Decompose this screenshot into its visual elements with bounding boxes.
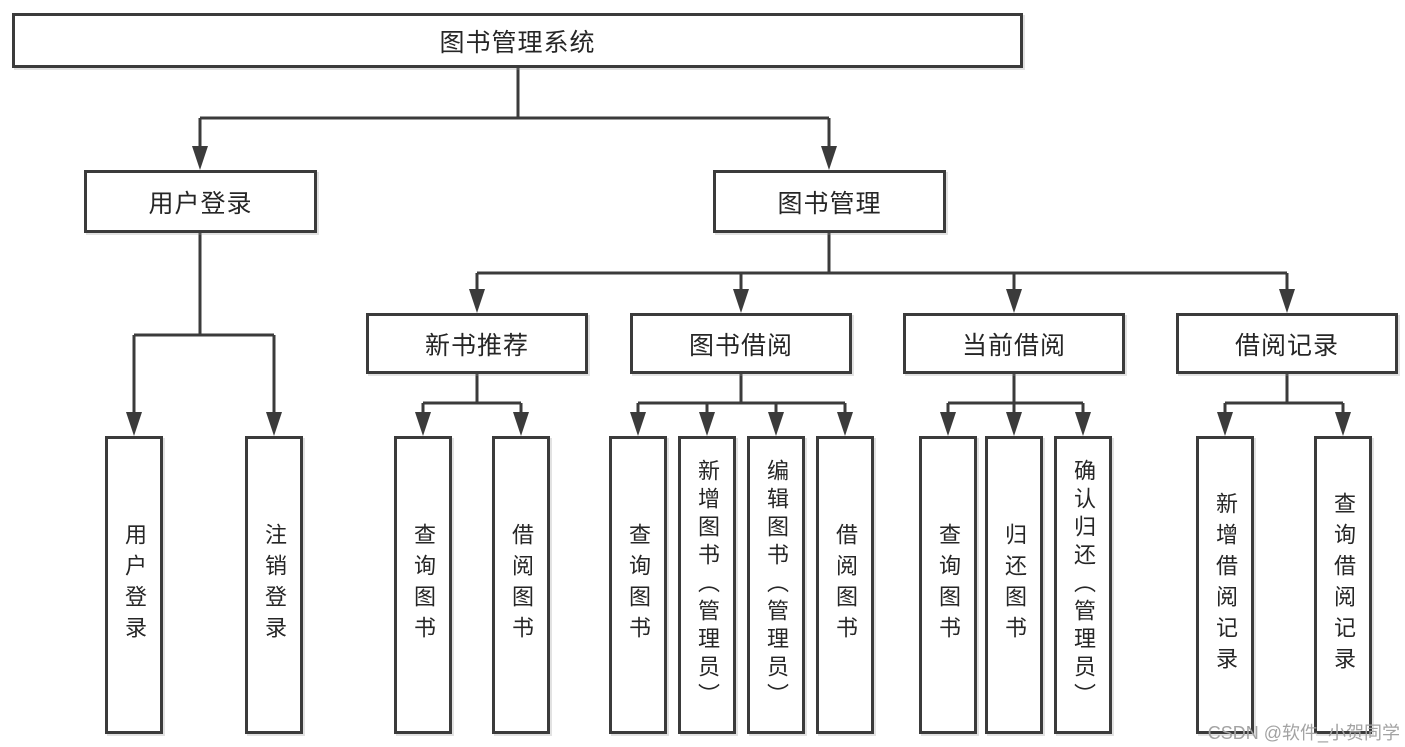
leaf-label: 新增借阅记录 [1213, 492, 1238, 678]
leaf-label: 查询图书 [626, 523, 651, 647]
arrowhead-icons [126, 146, 1351, 436]
leaf-label: 注销登录 [262, 523, 287, 647]
node-book-management: 图书管理 [713, 170, 946, 233]
node-library-management-system: 图书管理系统 [12, 13, 1023, 68]
node-label: 图书管理 [777, 189, 882, 218]
leaf-user-login: 用户登录 [105, 436, 163, 734]
leaf-label: 用户登录 [122, 523, 147, 647]
leaf-label: 查询借阅记录 [1331, 492, 1356, 678]
node-book-borrowing: 图书借阅 [630, 313, 852, 374]
node-label: 当前借阅 [961, 331, 1066, 360]
leaf-query-books-recommend: 查询图书 [394, 436, 452, 734]
node-current-borrowing: 当前借阅 [903, 313, 1125, 374]
leaf-query-books-borrowing: 查询图书 [609, 436, 667, 734]
leaf-label: 确认归还（管理员） [1071, 459, 1096, 711]
leaf-label: 编辑图书（管理员） [764, 459, 789, 711]
leaf-label: 新增图书（管理员） [695, 459, 720, 711]
leaf-label: 查询图书 [411, 523, 436, 647]
csdn-watermark: CSDN @软件_小贺同学 [1207, 723, 1400, 743]
leaf-label: 归还图书 [1002, 523, 1027, 647]
leaf-query-books-current: 查询图书 [919, 436, 977, 734]
node-label: 用户登录 [148, 189, 253, 218]
leaf-add-book-admin: 新增图书（管理员） [678, 436, 736, 734]
leaf-logout: 注销登录 [245, 436, 303, 734]
node-label: 图书借阅 [688, 331, 793, 360]
leaf-borrow-books-recommend: 借阅图书 [492, 436, 550, 734]
leaf-label: 查询图书 [936, 523, 961, 647]
leaf-query-borrow-record: 查询借阅记录 [1314, 436, 1372, 734]
node-new-book-recommendation: 新书推荐 [366, 313, 588, 374]
leaf-label: 借阅图书 [509, 523, 534, 647]
leaf-return-books: 归还图书 [985, 436, 1043, 734]
node-borrowing-records: 借阅记录 [1176, 313, 1398, 374]
node-label: 图书管理系统 [439, 28, 596, 57]
leaf-label: 借阅图书 [833, 523, 858, 647]
node-label: 新书推荐 [424, 331, 529, 360]
node-user-login: 用户登录 [84, 170, 317, 233]
leaf-add-borrow-record: 新增借阅记录 [1196, 436, 1254, 734]
leaf-borrow-books: 借阅图书 [816, 436, 874, 734]
leaf-confirm-return-admin: 确认归还（管理员） [1054, 436, 1112, 734]
node-label: 借阅记录 [1234, 331, 1339, 360]
leaf-edit-book-admin: 编辑图书（管理员） [747, 436, 805, 734]
